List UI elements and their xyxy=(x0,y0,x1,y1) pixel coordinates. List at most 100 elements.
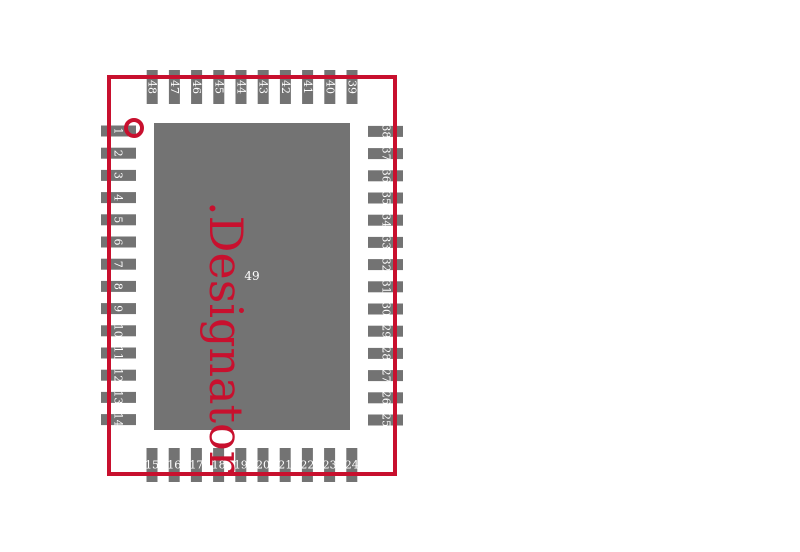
pad-34[interactable] xyxy=(368,214,403,226)
pin-label-37: 37 xyxy=(380,147,393,161)
pad-36[interactable] xyxy=(368,170,403,182)
pad-3[interactable] xyxy=(101,169,136,181)
pad-8[interactable] xyxy=(101,280,136,292)
pin-label-22: 22 xyxy=(300,459,314,472)
pad-2[interactable] xyxy=(101,147,136,159)
pin-label-16: 16 xyxy=(167,459,181,472)
pin-label-28: 28 xyxy=(380,346,393,360)
pin-label-38: 38 xyxy=(380,124,393,138)
pin-label-35: 35 xyxy=(380,191,393,205)
pin-label-29: 29 xyxy=(380,324,393,338)
pad-32[interactable] xyxy=(368,259,403,271)
pin-label-23: 23 xyxy=(323,459,337,472)
pad-26[interactable] xyxy=(368,392,403,404)
pad-23[interactable] xyxy=(324,448,336,482)
pad-21[interactable] xyxy=(279,448,291,482)
pin-label-45: 45 xyxy=(212,80,225,94)
pad-25[interactable] xyxy=(368,414,403,426)
pad-38[interactable] xyxy=(368,125,403,137)
thermal-pad-label: 49 xyxy=(244,269,259,283)
pin-label-2: 2 xyxy=(112,150,125,157)
pads-layer xyxy=(101,70,403,482)
pad-27[interactable] xyxy=(368,370,403,382)
pin-label-42: 42 xyxy=(279,80,292,94)
pin-label-13: 13 xyxy=(112,390,125,404)
pin-label-14: 14 xyxy=(112,413,125,427)
pin-label-33: 33 xyxy=(380,235,393,249)
pin-label-30: 30 xyxy=(380,302,393,316)
pad-9[interactable] xyxy=(101,303,136,315)
pad-30[interactable] xyxy=(368,303,403,315)
pin-label-44: 44 xyxy=(235,80,248,94)
pin-label-11: 11 xyxy=(112,346,125,360)
pad-5[interactable] xyxy=(101,214,136,226)
pad-29[interactable] xyxy=(368,325,403,337)
pin-label-21: 21 xyxy=(278,459,292,472)
pin-label-1: 1 xyxy=(112,128,125,135)
pin-label-15: 15 xyxy=(145,459,159,472)
pin-label-34: 34 xyxy=(380,213,393,227)
pad-40[interactable] xyxy=(324,70,336,104)
pin-label-41: 41 xyxy=(301,80,314,94)
pin-label-18: 18 xyxy=(212,459,226,472)
pad-24[interactable] xyxy=(346,448,358,482)
pad-1[interactable] xyxy=(101,125,136,137)
pad-22[interactable] xyxy=(301,448,313,482)
pad-47[interactable] xyxy=(168,70,180,104)
pad-37[interactable] xyxy=(368,148,403,160)
pad-10[interactable] xyxy=(101,325,136,337)
pin-label-3: 3 xyxy=(112,172,125,179)
pad-13[interactable] xyxy=(101,391,136,403)
pad-17[interactable] xyxy=(190,448,202,482)
pad-43[interactable] xyxy=(257,70,269,104)
pad-6[interactable] xyxy=(101,236,136,248)
pin-label-7: 7 xyxy=(112,261,125,268)
pad-39[interactable] xyxy=(346,70,358,104)
pin-label-43: 43 xyxy=(257,80,270,94)
pad-15[interactable] xyxy=(146,448,158,482)
pin-label-32: 32 xyxy=(380,258,393,272)
pin-label-31: 31 xyxy=(380,280,393,294)
pin-label-10: 10 xyxy=(112,324,125,338)
pin-label-6: 6 xyxy=(112,239,125,246)
pad-42[interactable] xyxy=(279,70,291,104)
thermal-pad[interactable] xyxy=(154,123,350,430)
pad-4[interactable] xyxy=(101,192,136,204)
pad-46[interactable] xyxy=(191,70,203,104)
pin-label-27: 27 xyxy=(380,369,393,383)
pad-41[interactable] xyxy=(302,70,314,104)
pad-12[interactable] xyxy=(101,369,136,381)
designator-text: .Designator xyxy=(199,201,253,473)
pin-label-40: 40 xyxy=(323,80,336,94)
pad-19[interactable] xyxy=(235,448,247,482)
pad-35[interactable] xyxy=(368,192,403,204)
pad-45[interactable] xyxy=(213,70,225,104)
pad-16[interactable] xyxy=(168,448,180,482)
pad-11[interactable] xyxy=(101,347,136,359)
pad-44[interactable] xyxy=(235,70,247,104)
pin-label-5: 5 xyxy=(112,216,125,223)
pad-33[interactable] xyxy=(368,236,403,248)
pin-label-8: 8 xyxy=(112,283,125,290)
pin-label-12: 12 xyxy=(112,368,125,382)
pin-label-9: 9 xyxy=(112,305,125,312)
pad-48[interactable] xyxy=(146,70,158,104)
pad-31[interactable] xyxy=(368,281,403,293)
pin-label-20: 20 xyxy=(256,459,270,472)
pad-7[interactable] xyxy=(101,258,136,270)
pin-label-47: 47 xyxy=(168,80,181,94)
pin-label-46: 46 xyxy=(190,80,203,94)
pin-label-4: 4 xyxy=(112,194,125,201)
pad-20[interactable] xyxy=(257,448,269,482)
pad-18[interactable] xyxy=(213,448,225,482)
pin-label-19: 19 xyxy=(234,459,248,472)
pin-label-24: 24 xyxy=(345,459,359,472)
pad-28[interactable] xyxy=(368,347,403,359)
pin-label-26: 26 xyxy=(380,391,393,405)
pad-14[interactable] xyxy=(101,414,136,426)
pin-label-48: 48 xyxy=(146,80,159,94)
pin-label-39: 39 xyxy=(346,80,359,94)
pin-1-marker xyxy=(124,118,144,138)
